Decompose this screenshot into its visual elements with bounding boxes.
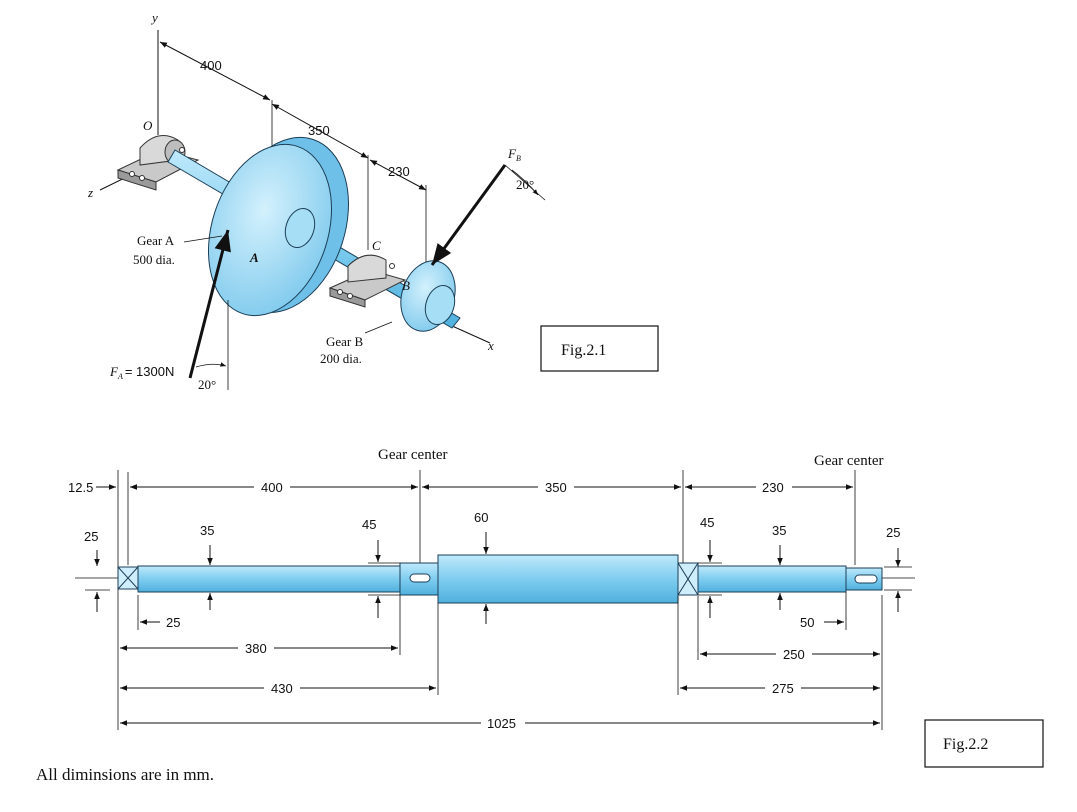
fig-2-2-caption-box <box>924 719 1044 768</box>
fig-2-1: y O z x 400 350 230 <box>87 10 659 392</box>
bearing-c-label: C <box>372 238 381 253</box>
gear-b-name: Gear B <box>326 334 364 349</box>
dim-50-label: 50 <box>800 615 814 630</box>
gear-a: A <box>207 136 349 317</box>
fig-2-1-caption: Fig.2.1 <box>561 342 606 359</box>
dia-45-left-label: 45 <box>362 517 376 532</box>
gear-center-right-label: Gear center <box>814 453 884 469</box>
force-a-angle: 20° <box>198 377 216 392</box>
dim-350-label: 350 <box>308 123 330 138</box>
dim-275-gap <box>765 680 801 696</box>
dim-1025-gap <box>481 715 525 731</box>
dim-430-label: 430 <box>271 681 293 696</box>
force-a-label: FA= 1300N <box>109 364 174 381</box>
dim-400-label: 400 <box>200 58 222 73</box>
dim-350-label-2: 350 <box>545 480 567 495</box>
force-b-label: FB <box>507 146 521 163</box>
dim-230-label: 230 <box>388 164 410 179</box>
dia-35-right-label: 35 <box>772 523 786 538</box>
x-axis-line <box>449 324 491 344</box>
dim-230-label-2: 230 <box>762 480 784 495</box>
shaft-section-35-right <box>697 565 847 593</box>
fig-2-2: Gear center Gear center 12.5 400 350 230 <box>68 447 1044 768</box>
keyway-right <box>854 574 878 584</box>
y-axis-label: y <box>150 10 158 25</box>
x-axis-label: x <box>487 338 494 353</box>
bearing-left-cross-2 <box>117 566 139 590</box>
dim-1025-label: 1025 <box>487 716 516 731</box>
gear-center-left-label: Gear center <box>378 447 448 463</box>
gear-a-dia: 500 dia. <box>133 252 175 267</box>
z-axis-label: z <box>87 185 93 200</box>
bearing-right-cross-2 <box>677 562 699 596</box>
force-a-arrow <box>188 229 231 379</box>
gear-a-name: Gear A <box>137 233 175 248</box>
dim-230-line <box>369 159 427 191</box>
dim-400-label-2: 400 <box>261 480 283 495</box>
force-b-reference <box>504 164 546 201</box>
gear-b-letter: B <box>402 278 410 293</box>
dim-350-line <box>271 103 369 159</box>
dim-400-line <box>159 41 271 101</box>
dim-250-label: 250 <box>783 647 805 662</box>
force-a-angle-arc <box>195 362 227 368</box>
dim-380-label: 380 <box>245 641 267 656</box>
dia-25-right-label: 25 <box>886 525 900 540</box>
dim-25-label: 25 <box>166 615 180 630</box>
dia-25-left-label: 25 <box>84 529 98 544</box>
dim-230-gap <box>756 479 792 495</box>
gear-b-dia: 200 dia. <box>320 351 362 366</box>
gear-a-letter: A <box>249 250 259 265</box>
dim-400-gap <box>254 479 290 495</box>
shaft-section-60 <box>437 554 679 604</box>
dim-380-gap <box>238 640 274 656</box>
dim-12-5-label: 12.5 <box>68 480 93 495</box>
force-b-angle: 20° <box>516 177 534 192</box>
dim-250-gap <box>776 646 812 662</box>
gear-b-leader <box>364 321 393 334</box>
dim-350-gap <box>538 479 574 495</box>
dim-430-gap <box>264 680 300 696</box>
force-b-angle-arc <box>511 169 539 196</box>
gear-b: B <box>400 260 456 332</box>
shaft-section-35-left <box>137 565 401 593</box>
units-note: All diminsions are in mm. <box>36 765 214 784</box>
force-b-arrow <box>430 164 507 266</box>
keyway-left <box>409 573 431 583</box>
dia-35-left-label: 35 <box>200 523 214 538</box>
dim-275-label: 275 <box>772 681 794 696</box>
bearing-c <box>328 254 407 308</box>
dia-45-right-label: 45 <box>700 515 714 530</box>
fig-2-1-caption-box <box>540 325 659 372</box>
origin-label: O <box>143 118 153 133</box>
dia-60-label: 60 <box>474 510 488 525</box>
fig-2-2-caption: Fig.2.2 <box>943 736 988 753</box>
